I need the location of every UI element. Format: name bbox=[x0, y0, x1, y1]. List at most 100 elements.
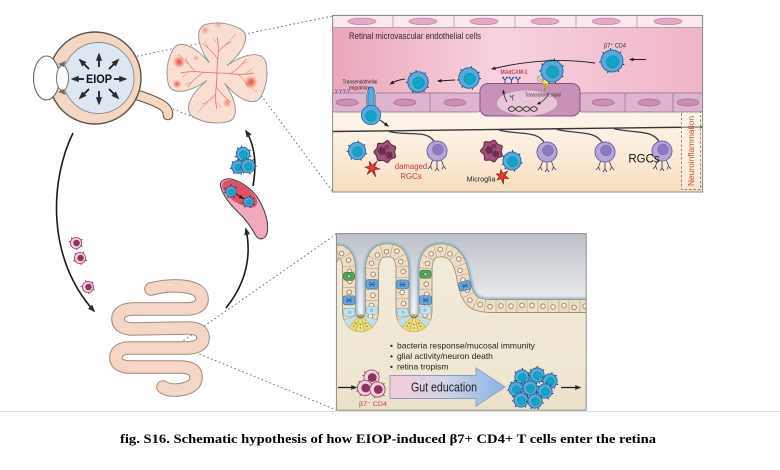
microglia-cell bbox=[495, 168, 510, 185]
inflammation-spot bbox=[244, 75, 258, 89]
paneth-cell-fan bbox=[396, 313, 431, 333]
rgc-axon bbox=[613, 128, 661, 144]
endothelial-nucleus bbox=[443, 98, 467, 107]
arrow-vessel-to-retina bbox=[245, 129, 256, 187]
lightblue-cell bbox=[343, 307, 356, 317]
migration-direction-arrow bbox=[379, 119, 389, 127]
signal-arrow-up bbox=[501, 89, 508, 103]
educated-tcell-cluster bbox=[507, 365, 559, 410]
bullet-line: •glial activity/neuron death bbox=[390, 351, 493, 361]
damaged-rgc bbox=[480, 139, 503, 163]
endothelial-nucleus bbox=[496, 89, 558, 117]
eye-diagram: EIOP bbox=[32, 31, 174, 125]
retinal-vessels bbox=[177, 54, 218, 88]
green-cell bbox=[419, 269, 432, 279]
endothelial-nucleus bbox=[637, 98, 661, 107]
retina-flatmount bbox=[166, 21, 268, 124]
tcell bbox=[239, 157, 257, 175]
blood-vessel-segment bbox=[219, 178, 269, 240]
madcam-receptor-icon bbox=[502, 76, 508, 84]
rgcs-label: RGCs bbox=[628, 154, 660, 166]
madcam-receptor-icon bbox=[335, 89, 338, 93]
rolling-tcell bbox=[456, 66, 482, 90]
transmigration-label-2: migration bbox=[349, 86, 369, 92]
circulating-cd4-cells bbox=[68, 236, 95, 295]
inflammation-spot bbox=[222, 98, 232, 108]
panel-border bbox=[332, 14, 704, 193]
connector-flatmount-to-panel-bottom bbox=[250, 81, 333, 192]
lens bbox=[56, 65, 69, 91]
madcam-receptor-icon bbox=[515, 76, 521, 84]
pressure-arrow-ne bbox=[108, 58, 120, 70]
microglia-label: Microglia bbox=[467, 175, 496, 184]
blue-cell bbox=[396, 279, 409, 290]
arrow-gut-to-vessel bbox=[225, 227, 251, 309]
bullet-dot: • bbox=[390, 362, 393, 372]
dna-strand bbox=[507, 106, 538, 112]
figure-caption: fig. S16. Schematic hypothesis of how EI… bbox=[120, 432, 657, 446]
endothelial-nucleus bbox=[653, 17, 683, 26]
endothelial-nucleus bbox=[591, 17, 621, 26]
b7-cd4-tcell bbox=[599, 48, 625, 74]
vesicle-body bbox=[536, 75, 544, 82]
microglia-cell bbox=[364, 160, 381, 178]
blue-cell bbox=[458, 280, 472, 292]
infiltrated-tcell bbox=[501, 150, 523, 172]
gut-panel-content: •bacteria response/mucosal immunity •gli… bbox=[336, 233, 587, 411]
madcam-receptor-icon bbox=[347, 89, 350, 93]
tcell-nucleus bbox=[365, 110, 377, 122]
nerve-fiber-layer bbox=[332, 126, 703, 133]
gut-education-label: Gut education bbox=[411, 380, 477, 395]
migrating-tcell-cluster bbox=[229, 145, 257, 175]
panel-border bbox=[335, 233, 587, 411]
bullet-dot: • bbox=[390, 351, 393, 361]
eiop-label: EIOP bbox=[86, 74, 112, 86]
endothelium-top-strip bbox=[332, 15, 703, 28]
pressure-arrow-se bbox=[108, 88, 120, 100]
rgc-axon bbox=[388, 130, 436, 144]
endothelium-bottom-strip bbox=[332, 89, 703, 113]
dna-helix bbox=[507, 106, 538, 112]
lightblue-cell bbox=[366, 306, 378, 315]
bullet-list: •bacteria response/mucosal immunity •gli… bbox=[390, 341, 536, 372]
inflammation-spot bbox=[200, 25, 210, 35]
naive-cd4-cell bbox=[80, 279, 95, 295]
transmigrating-tcell bbox=[360, 86, 389, 127]
inflammation-spot bbox=[214, 21, 222, 29]
endothelial-nucleus bbox=[335, 98, 359, 107]
gut-education-arrow bbox=[389, 367, 506, 407]
inflammation-spot bbox=[192, 54, 200, 62]
flow-arrow-to-madcam bbox=[490, 60, 596, 70]
flow-arrow-to-migration bbox=[389, 78, 406, 85]
pressure-arrow-nw bbox=[78, 58, 90, 70]
educated-tcell bbox=[512, 390, 530, 408]
inflammation-spot bbox=[172, 55, 186, 69]
neuroinflammation-box: Neuroinflammation bbox=[681, 111, 701, 190]
naive-cd4-cell bbox=[68, 236, 83, 251]
vessel-flow-arrow bbox=[236, 194, 244, 200]
educated-tcell bbox=[520, 378, 539, 397]
gut-epithelium bbox=[336, 240, 587, 333]
vesicle-granule bbox=[538, 77, 540, 79]
retinal-vessels bbox=[202, 33, 236, 74]
neuroinflammation-border bbox=[681, 111, 701, 190]
ciliary-body-top bbox=[58, 61, 66, 67]
infiltrated-tcell bbox=[346, 140, 368, 161]
green-cell bbox=[343, 271, 355, 281]
inflammation-spot bbox=[172, 79, 182, 89]
b7neg-cd4-label: β7⁻ CD4 bbox=[359, 401, 387, 408]
madcam-receptor-icon bbox=[339, 89, 342, 93]
retina-panel-content: Transcriptomic signal Retinal microvasc bbox=[332, 15, 703, 193]
madcam-receptor-intracellular bbox=[509, 94, 514, 101]
vesicle bbox=[536, 75, 544, 82]
damaged-rgc bbox=[373, 140, 397, 164]
blue-cell bbox=[342, 295, 356, 306]
endothelial-nucleus bbox=[347, 17, 377, 26]
ciliary-body-bottom bbox=[58, 89, 66, 95]
rgc-neuron bbox=[613, 128, 673, 172]
transmigration-label-1: Transendothelial bbox=[343, 80, 378, 86]
adhering-tcell bbox=[539, 58, 564, 84]
blue-cell bbox=[365, 279, 379, 290]
transcriptomic-signal-label: Transcriptomic signal bbox=[525, 93, 561, 99]
